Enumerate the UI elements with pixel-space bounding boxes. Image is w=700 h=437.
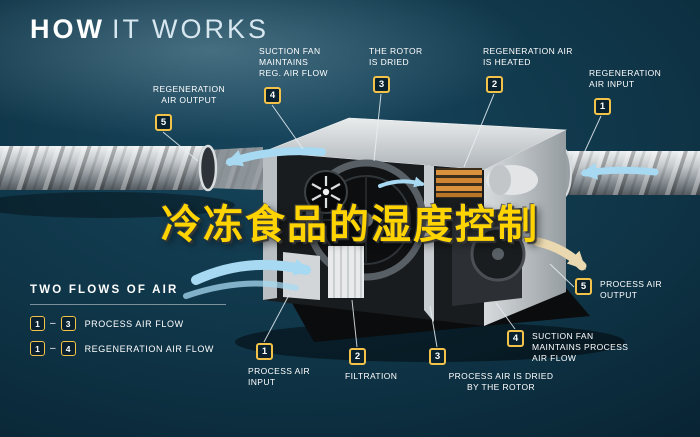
callout-label: PROCESS AIR INPUT [248,366,311,387]
callout-number-badge: 2 [349,348,366,365]
airflow-arrows [183,147,659,299]
callout-number-badge: 5 [575,278,592,295]
regeneration-fan [304,170,348,214]
callout-number-badge: 2 [486,76,503,93]
callout-label: PROCESS AIR IS DRIED BY THE ROTOR [448,371,554,392]
callout-number-badge: 3 [373,76,390,93]
callout-number-badge: 1 [256,343,273,360]
title-word-how: HOW [30,14,105,44]
process-air-input-arrow-secondary [183,280,299,299]
legend-badge-to: 3 [60,316,76,331]
duct-opening [198,144,218,192]
callout-number-badge: 3 [429,348,446,365]
callout-process-air-dried: 3 PROCESS AIR IS DRIED BY THE ROTOR [429,348,567,393]
callout-number-badge: 5 [155,114,172,131]
callout-suction-fan-process: 4 SUCTION FAN MAINTAINS PROCESS AIR FLOW [507,330,628,364]
process-air-output-arrow [533,237,587,271]
legend-row-regeneration-air: 1 – 4 REGENERATION AIR FLOW [30,341,226,356]
callout-connector-lines [162,93,602,348]
callout-rotor-is-dried: THE ROTOR IS DRIED 3 [369,46,423,93]
duct-shadow [0,192,235,218]
regeneration-air-input-arrow [579,162,659,180]
callout-label: REGENERATION AIR INPUT [589,68,662,89]
legend-badge-from: 1 [30,316,45,331]
callout-regeneration-air-output: REGENERATION AIR OUTPUT 5 [141,84,237,131]
callout-label: FILTRATION [345,371,398,381]
callout-regeneration-air-input: REGENERATION AIR INPUT 1 [589,68,661,115]
callout-filtration: 2 FILTRATION [345,348,397,382]
filter-panel [328,246,364,298]
callout-number-badge: 1 [594,98,611,115]
callout-process-air-output: 5 PROCESS AIR OUTPUT [575,278,662,301]
inlet-box [283,252,320,300]
legend-heading: TWO FLOWS OF AIR [30,284,179,296]
light-beam [0,0,530,140]
legend-badge-to: 4 [60,341,76,356]
legend-row-label: PROCESS AIR FLOW [84,318,184,329]
legend-dash: – [50,343,56,354]
callout-process-air-input: 1 PROCESS AIR INPUT [248,343,310,388]
callout-label: SUCTION FAN MAINTAINS REG. AIR FLOW [259,46,328,78]
callout-label: REGENERATION AIR IS HEATED [483,46,573,67]
legend-row-process-air: 1 – 3 PROCESS AIR FLOW [30,316,226,331]
chinese-watermark-text: 冷冻食品的湿度控制 [161,202,539,248]
callout-label: REGENERATION AIR OUTPUT [152,84,226,105]
legend-dash: – [50,318,56,329]
legend-divider [30,304,226,305]
title-word-it-works: IT WORKS [111,14,269,44]
callout-label: THE ROTOR IS DRIED [369,46,423,67]
legend-row-label: REGENERATION AIR FLOW [84,343,215,354]
callout-label: PROCESS AIR OUTPUT [600,279,663,300]
callout-regeneration-air-heated: REGENERATION AIR IS HEATED 2 [483,46,573,93]
callout-number-badge: 4 [507,330,524,347]
legend-badge-from: 1 [30,341,45,356]
internal-airflow-arrow [378,176,426,188]
callout-suction-fan-reg: SUCTION FAN MAINTAINS REG. AIR FLOW 4 [259,46,328,104]
callout-number-badge: 4 [264,87,281,104]
callout-label: SUCTION FAN MAINTAINS PROCESS AIR FLOW [532,331,629,363]
dehumidifier-unit [235,117,625,362]
process-air-input-arrow [191,258,311,285]
regeneration-air-output-arrow [225,147,326,167]
divider-panel [424,165,434,322]
legend-two-flows: TWO FLOWS OF AIR 1 – 3 PROCESS AIR FLOW … [30,284,226,366]
heater-element [436,168,482,198]
